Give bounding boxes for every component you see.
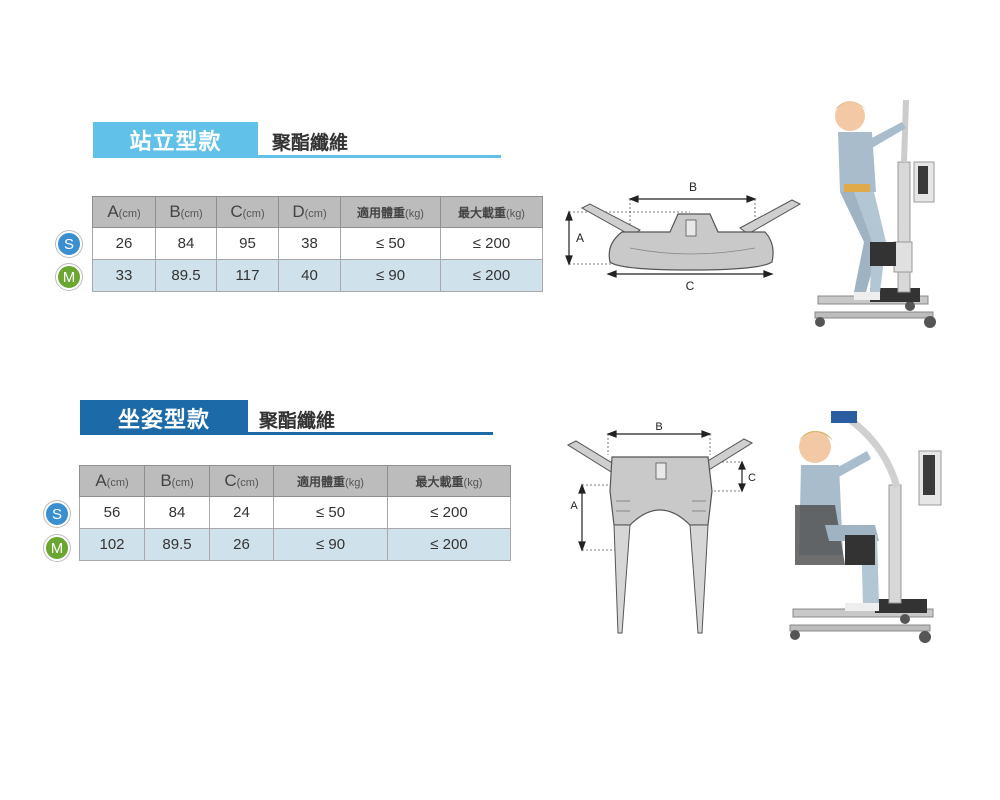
table-cell: 89.5: [144, 528, 210, 561]
table-cell: 95: [216, 227, 279, 260]
table-cell: ≤ 200: [387, 496, 511, 529]
standing-underline: [258, 155, 501, 158]
table-cell: 102: [79, 528, 145, 561]
table-cell: ≤ 200: [440, 259, 543, 292]
column-header: D(cm): [278, 196, 341, 228]
table-cell: ≤ 90: [340, 259, 441, 292]
column-header: A(cm): [92, 196, 156, 228]
size-badge-s: S: [44, 501, 70, 527]
table-cell: 40: [278, 259, 341, 292]
table-cell: ≤ 50: [340, 227, 441, 260]
table-row: 33 89.5 117 40 ≤ 90 ≤ 200: [92, 259, 543, 292]
table-cell: 26: [92, 227, 156, 260]
sitting-title: 坐姿型款: [80, 400, 248, 435]
dim-label-c: C: [686, 279, 695, 293]
dim-label-a: A: [576, 231, 584, 245]
standing-title: 站立型款: [93, 122, 258, 158]
table-cell: ≤ 50: [273, 496, 388, 529]
sitting-lift-photo-icon: [789, 411, 942, 643]
table-cell: 56: [79, 496, 145, 529]
dim-label-a: A: [570, 500, 578, 512]
column-header: 最大載重(kg): [387, 465, 511, 497]
sitting-material: 聚酯纖維: [259, 411, 336, 432]
column-header: 適用體重(kg): [340, 196, 441, 228]
column-header: 最大載重(kg): [440, 196, 543, 228]
table-cell: 26: [209, 528, 274, 561]
table-cell: ≤ 90: [273, 528, 388, 561]
standing-sling-diagram: B A C: [565, 180, 802, 293]
size-badge-m: M: [56, 264, 82, 290]
sitting-spec-table: A(cm) B(cm) C(cm) 適用體重(kg) 最大載重(kg) 56 8…: [79, 465, 511, 561]
table-row: 102 89.5 26 ≤ 90 ≤ 200: [79, 528, 511, 561]
table-cell: 38: [278, 227, 341, 260]
table-cell: 117: [216, 259, 279, 292]
table-row: 56 84 24 ≤ 50 ≤ 200: [79, 496, 511, 529]
table-cell: 84: [144, 496, 210, 529]
table-cell: 24: [209, 496, 274, 529]
table-cell: 89.5: [155, 259, 217, 292]
column-header: B(cm): [144, 465, 210, 497]
sitting-underline: [248, 432, 493, 435]
standing-material: 聚酯纖維: [272, 133, 349, 154]
column-header: A(cm): [79, 465, 145, 497]
standing-lift-photo-icon: [814, 99, 936, 328]
column-header: 適用體重(kg): [273, 465, 388, 497]
table-cell: ≤ 200: [440, 227, 543, 260]
column-header: C(cm): [209, 465, 274, 497]
dim-label-b: B: [689, 180, 697, 194]
size-badge-m: M: [44, 535, 70, 561]
standing-spec-table: A(cm) B(cm) C(cm) D(cm) 適用體重(kg) 最大載重(kg…: [92, 196, 543, 292]
table-header-row: A(cm) B(cm) C(cm) 適用體重(kg) 最大載重(kg): [79, 465, 511, 497]
sitting-sling-diagram: B A C: [566, 421, 756, 634]
table-cell: 33: [92, 259, 156, 292]
table-cell: 84: [155, 227, 217, 260]
dim-label-b: B: [655, 421, 662, 433]
size-badge-s: S: [56, 231, 82, 257]
dim-label-c: C: [748, 472, 756, 484]
column-header: B(cm): [155, 196, 217, 228]
column-header: C(cm): [216, 196, 279, 228]
table-header-row: A(cm) B(cm) C(cm) D(cm) 適用體重(kg) 最大載重(kg…: [92, 196, 543, 228]
table-cell: ≤ 200: [387, 528, 511, 561]
table-row: 26 84 95 38 ≤ 50 ≤ 200: [92, 227, 543, 260]
